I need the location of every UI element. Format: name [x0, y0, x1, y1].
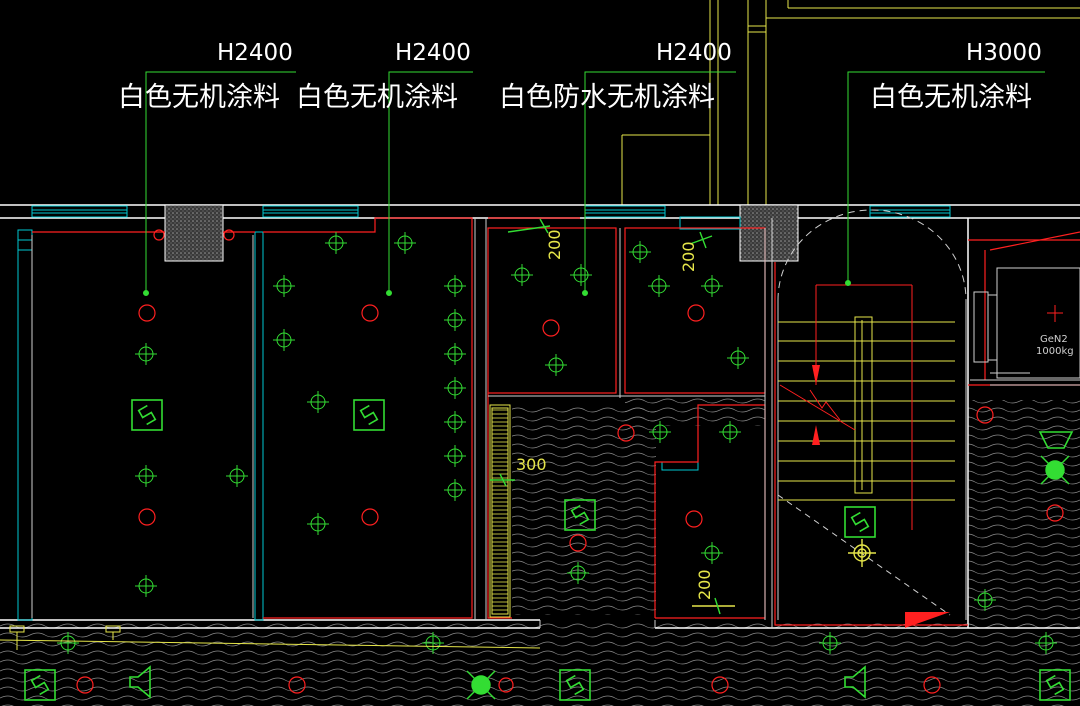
- ceiling-light-icon: [444, 343, 466, 365]
- structural-columns: [164, 204, 799, 262]
- ceiling-light-icon: [135, 575, 157, 597]
- ceiling-light-icon: [135, 343, 157, 365]
- annotation-material-3: 白色防水无机涂料: [499, 82, 715, 113]
- red-circle-fixtures: [76, 229, 1064, 694]
- ceiling-light-icon: [325, 232, 347, 254]
- interior-walls: [31, 218, 773, 628]
- elevator: [970, 267, 1080, 386]
- upper-structure-lines: [621, 0, 1080, 205]
- floor-hatch: [0, 398, 1080, 706]
- ceiling-light-icon: [444, 479, 466, 501]
- socket-boxes: [24, 399, 1071, 701]
- detector-icons: [466, 455, 1070, 700]
- annotation-height-2: H2400: [395, 40, 471, 66]
- window-strips: [31, 205, 951, 218]
- cabinet-strips: [489, 404, 511, 618]
- ceiling-light-icon: [570, 264, 592, 286]
- ceiling-light-icon: [444, 411, 466, 433]
- room-boundaries: [32, 217, 1080, 626]
- elevator-capacity: 1000kg: [1036, 346, 1074, 357]
- ceiling-light-icon: [226, 465, 248, 487]
- ceiling-lights: [57, 232, 1057, 654]
- dimension-label-3: 300: [516, 455, 547, 474]
- speaker-icons: [129, 431, 1074, 699]
- elevator-labels: GeN2 1000kg: [1036, 334, 1074, 357]
- ceiling-light-icon: [511, 264, 533, 286]
- ceiling-light-icon: [273, 329, 295, 351]
- ceiling-light-icon: [444, 445, 466, 467]
- ceiling-light-icon: [444, 309, 466, 331]
- dimension-label-2: 200: [679, 241, 698, 272]
- ceiling-light-icon: [273, 275, 295, 297]
- annotation-height-4: H3000: [966, 40, 1042, 66]
- ceiling-light-icon: [819, 632, 841, 654]
- ceiling-light-icon: [307, 513, 329, 535]
- ceiling-light-icon: [727, 347, 749, 369]
- ceiling-light-icon: [545, 354, 567, 376]
- ceiling-light-icon: [701, 275, 723, 297]
- ceiling-light-icon: [444, 377, 466, 399]
- ceiling-light-icon: [444, 275, 466, 297]
- dimension-labels: 200 200 300 200: [516, 229, 714, 600]
- ceiling-light-icon: [567, 562, 589, 584]
- dimension-label-4: 200: [695, 569, 714, 600]
- annotation-height-3: H2400: [656, 40, 732, 66]
- annotation-material-1: 白色无机涂料: [118, 82, 280, 113]
- dimension-label-1: 200: [545, 229, 564, 260]
- ceiling-light-icon: [649, 421, 671, 443]
- leader-lines: [143, 71, 1045, 296]
- ceiling-light-icon: [1035, 632, 1057, 654]
- ceiling-light-icon: [701, 542, 723, 564]
- ceiling-light-icon: [974, 589, 996, 611]
- ceiling-light-icon: [307, 391, 329, 413]
- ceiling-light-icon: [422, 632, 444, 654]
- staircase: [777, 209, 967, 628]
- dimension-marks: [490, 218, 735, 615]
- ceiling-light-icon: [135, 465, 157, 487]
- annotation-material-2: 白色无机涂料: [296, 82, 458, 113]
- ceiling-light-icon: [648, 275, 670, 297]
- annotation-height-1: H2400: [217, 40, 293, 66]
- ceiling-light-icon: [719, 421, 741, 443]
- ceiling-light-icon: [394, 232, 416, 254]
- ceiling-light-icon: [57, 632, 79, 654]
- ceiling-light-icon: [629, 241, 651, 263]
- bottom-edge-fixtures: [0, 625, 541, 650]
- elevator-model: GeN2: [1040, 334, 1068, 345]
- annotation-material-4: 白色无机涂料: [870, 82, 1032, 113]
